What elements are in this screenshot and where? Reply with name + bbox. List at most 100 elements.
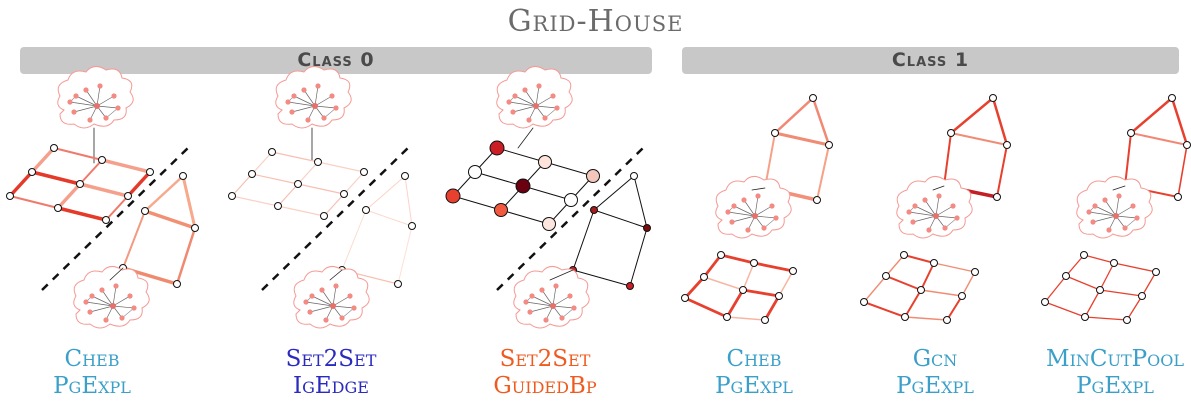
- grid-edge: [885, 275, 922, 291]
- cloud-node: [510, 109, 516, 115]
- cloud-edge: [323, 107, 337, 119]
- grid-edge: [9, 195, 59, 209]
- grid-edge: [863, 301, 906, 318]
- house-edge: [122, 210, 146, 269]
- cloud-node: [103, 115, 109, 121]
- grid-node: [723, 313, 731, 321]
- cloud-node: [71, 109, 77, 115]
- grid-edge: [1084, 289, 1101, 318]
- cloud-node: [550, 93, 556, 99]
- cloud-node: [942, 225, 948, 231]
- cloud-edge: [561, 307, 575, 319]
- cloud-edge: [1124, 217, 1138, 229]
- house-edge: [143, 209, 197, 230]
- house-edge: [950, 132, 1008, 146]
- grid-node: [28, 168, 36, 176]
- house-node: [191, 224, 199, 232]
- house-edge: [572, 269, 631, 287]
- grid-edge: [100, 158, 152, 174]
- connector-edge: [932, 185, 945, 191]
- panel-2-model: Set2Set: [285, 346, 377, 372]
- cloud-node: [773, 215, 779, 221]
- grid-node: [494, 203, 508, 217]
- house-node: [179, 172, 187, 180]
- cloud-node: [333, 105, 339, 111]
- cloud-edge: [754, 195, 759, 217]
- grid-edge: [297, 161, 319, 185]
- cloud-node: [321, 115, 327, 121]
- grid-node: [314, 158, 322, 166]
- cloud-node: [522, 87, 528, 93]
- grid-node: [294, 180, 302, 188]
- grid-edge: [1065, 275, 1101, 291]
- grid-node: [320, 212, 328, 220]
- panel-3-method: GuidedBp: [493, 373, 597, 399]
- cloud-node: [289, 109, 295, 115]
- grid-node: [1152, 268, 1160, 276]
- panel-4-method: PgExpl: [715, 373, 793, 399]
- cloud-node: [330, 303, 336, 309]
- cloud-edge: [303, 89, 316, 107]
- cloud-edge: [96, 95, 115, 107]
- grid-node: [1138, 292, 1146, 300]
- cloud-node: [67, 99, 73, 105]
- panel-5-model: Gcn: [912, 346, 958, 372]
- grid-edge: [105, 195, 129, 221]
- house-node: [590, 206, 598, 214]
- house-edge: [629, 227, 648, 287]
- house-node: [630, 172, 638, 180]
- grid-node: [1110, 259, 1118, 267]
- house-node: [626, 282, 634, 290]
- grid-edge: [277, 183, 299, 207]
- cloud-shape: [73, 266, 150, 329]
- grid-node: [489, 140, 505, 156]
- grid-node: [860, 298, 868, 306]
- house-node: [1168, 94, 1176, 102]
- grid-edge: [30, 170, 82, 186]
- cloud-edge: [112, 285, 117, 307]
- cloud-node: [1122, 225, 1128, 231]
- cloud-edge: [912, 215, 937, 223]
- cloud-node: [119, 315, 125, 321]
- grid-edge: [78, 182, 130, 198]
- cloud-edge: [96, 105, 119, 109]
- cloud-node: [291, 93, 297, 99]
- cloud-node: [729, 219, 735, 225]
- cloud-edge: [535, 105, 558, 109]
- grid-node: [681, 294, 689, 302]
- cloud-edge: [314, 105, 337, 109]
- cloud-edge: [935, 205, 954, 217]
- cloud-edge: [914, 205, 937, 217]
- cloud-node: [315, 83, 321, 89]
- cloud-edge: [508, 101, 537, 107]
- house-edge: [593, 209, 648, 229]
- cloud-edge: [314, 85, 319, 107]
- grid-node: [586, 169, 600, 183]
- grid-node: [1080, 251, 1088, 259]
- house-edge: [365, 175, 406, 211]
- cloud-edge: [85, 301, 114, 307]
- grid-edge: [961, 271, 976, 297]
- cloud-edge: [754, 215, 777, 219]
- cloud-edge: [552, 295, 571, 307]
- grid-edge: [725, 288, 745, 319]
- house-node: [771, 129, 779, 137]
- cloud-shape: [896, 176, 973, 239]
- cloud-edge: [525, 301, 554, 307]
- cloud-shape: [293, 266, 370, 329]
- grid-node: [1123, 316, 1131, 324]
- cloud-node: [922, 197, 928, 203]
- panel-1-label: Cheb PgExpl: [7, 346, 177, 400]
- grid-edge: [30, 146, 56, 174]
- cloud-edge: [535, 85, 540, 107]
- house-node: [141, 207, 149, 215]
- grid-edge: [452, 195, 502, 211]
- cloud-edge: [763, 217, 777, 229]
- cloud-edge: [552, 285, 557, 307]
- cloud-edge: [1094, 205, 1117, 217]
- cloud-edge: [727, 211, 756, 217]
- cloud-node: [954, 215, 960, 221]
- grid-edge: [317, 161, 365, 173]
- figure-title: Grid-House: [507, 4, 684, 39]
- house-node: [813, 196, 821, 204]
